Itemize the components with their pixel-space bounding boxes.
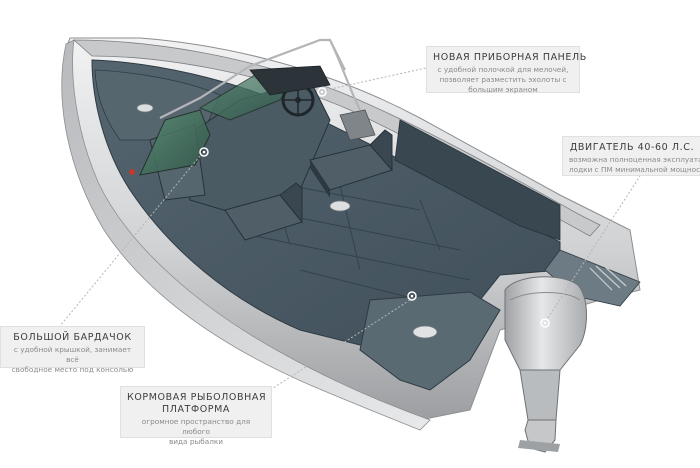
callout-stern-platform: КОРМОВАЯ РЫБОЛОВНАЯ ПЛАТФОРМА огромное п…: [120, 386, 272, 446]
outboard-engine: [504, 276, 587, 453]
stern-platform: [359, 291, 501, 391]
swim-platform: [544, 249, 641, 307]
callout-description: с удобной полочкой для мелочей, позволяе…: [437, 65, 569, 94]
callout-title: НОВАЯ ПРИБОРНАЯ ПАНЕЛЬ: [433, 52, 587, 63]
leader-lines: [59, 67, 641, 391]
callout-glovebox: БОЛЬШОЙ БАРДАЧОК с удобной крышкой, зани…: [0, 326, 145, 374]
nav-light: [129, 169, 135, 175]
callout-description: с удобной крышкой, занимает всё свободно…: [11, 345, 134, 374]
callout-instrument-panel: НОВАЯ ПРИБОРНАЯ ПАНЕЛЬ с удобной полочко…: [426, 46, 587, 94]
callout-description: огромное пространство для любого вида ры…: [141, 417, 251, 446]
callout-markers: [199, 87, 550, 328]
dashboard: [249, 65, 331, 96]
callout-engine: ДВИГАТЕЛЬ 40-60 Л.С. возможна полноценна…: [562, 136, 700, 176]
callout-title: ДВИГАТЕЛЬ 40-60 Л.С.: [569, 142, 695, 153]
platform-hatch: [412, 325, 438, 339]
seat-front: [309, 129, 393, 198]
windshield-frame: [159, 38, 361, 119]
callout-title: БОЛЬШОЙ БАРДАЧОК: [13, 332, 132, 343]
seat-rear: [224, 182, 303, 241]
bow-seat: [339, 109, 376, 141]
callout-title: КОРМОВАЯ РЫБОЛОВНАЯ ПЛАТФОРМА: [127, 392, 267, 415]
callout-description: возможна полноценная эксплуатация лодки …: [569, 155, 700, 174]
bow-hatch: [136, 103, 154, 113]
seat-base-hatch: [329, 200, 351, 212]
